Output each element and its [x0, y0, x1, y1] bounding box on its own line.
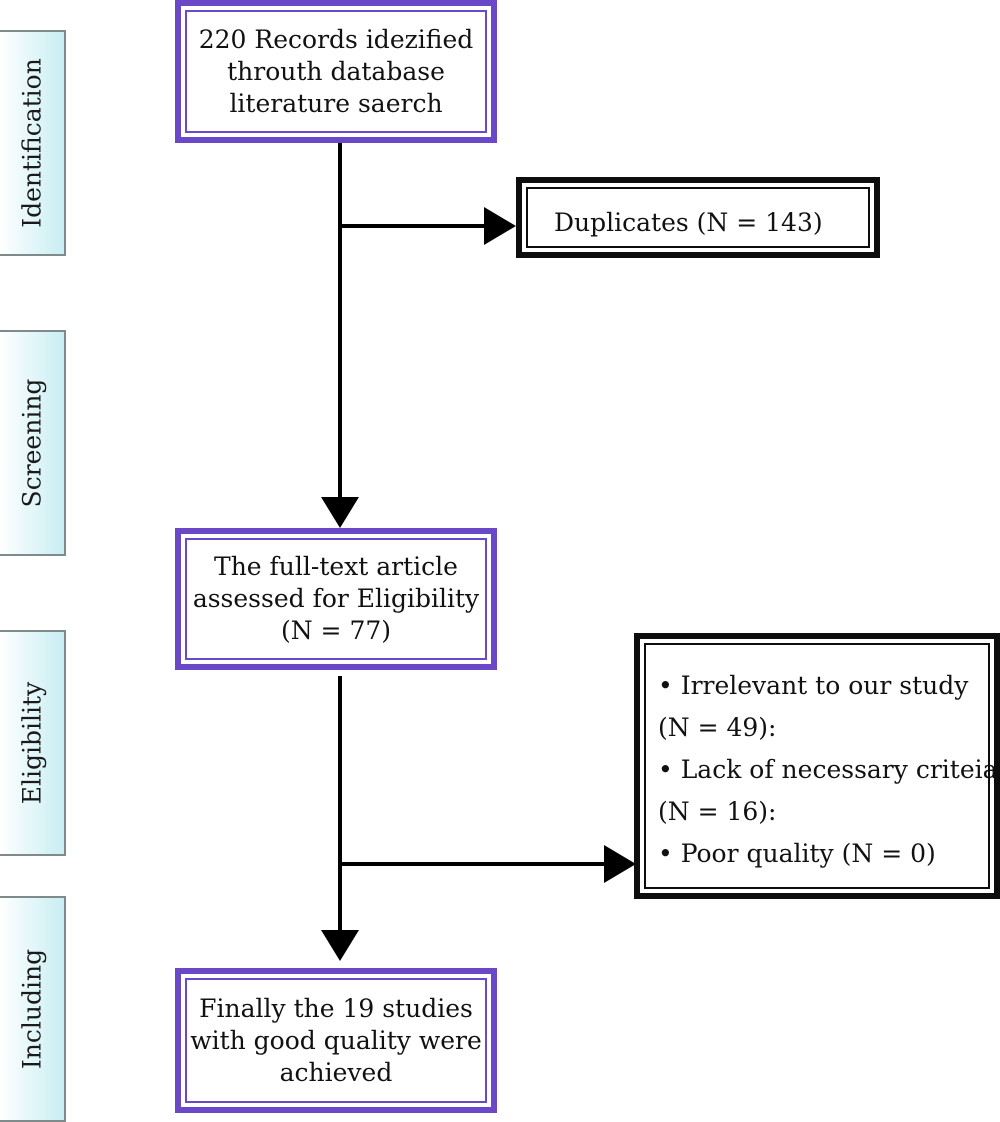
- stage-eligibility: Eligibility: [0, 630, 66, 856]
- exclusions-box: • Irrelevant to our study (N = 49): • La…: [634, 633, 1000, 899]
- box-text-line: throuth database: [227, 56, 445, 86]
- box-text-line: Finally the 19 studies: [199, 993, 473, 1023]
- box-text-line: 220 Records idezified: [198, 24, 474, 54]
- exclusion-item: (N = 16):: [658, 797, 777, 826]
- records-identified-box: 220 Records idezified throuth database l…: [175, 0, 497, 143]
- exclusion-item: • Irrelevant to our study: [658, 671, 969, 700]
- box-text-line: literature saerch: [229, 88, 443, 118]
- exclusion-item: • Lack of necessary criteia: [658, 755, 998, 784]
- exclusion-list: • Irrelevant to our study (N = 49): • La…: [658, 665, 998, 875]
- stage-including: Including: [0, 896, 66, 1122]
- arrowhead-down: [321, 497, 359, 528]
- stage-identification: Identification: [0, 30, 66, 256]
- box-text-line: assessed for Eligibility: [192, 584, 480, 613]
- box-text-line: (N = 77): [280, 616, 392, 645]
- exclusion-item: • Poor quality (N = 0): [658, 839, 936, 868]
- exclusion-item: (N = 49):: [658, 713, 777, 742]
- studies-included-box: Finally the 19 studies with good quality…: [175, 968, 497, 1113]
- arrowhead-down: [321, 930, 359, 961]
- fulltext-assessed-box: The full-text article assessed for Eligi…: [175, 528, 497, 670]
- box-text-line: with good quality were: [190, 1025, 482, 1055]
- stage-screening: Screening: [0, 330, 66, 556]
- arrowhead-right: [484, 207, 516, 245]
- duplicates-box: Duplicates (N = 143): [516, 177, 880, 258]
- arrowhead-right: [604, 845, 636, 883]
- box-text-line: The full-text article: [214, 552, 458, 581]
- box-text-line: achieved: [279, 1057, 393, 1087]
- box-text-line: Duplicates (N = 143): [554, 208, 823, 237]
